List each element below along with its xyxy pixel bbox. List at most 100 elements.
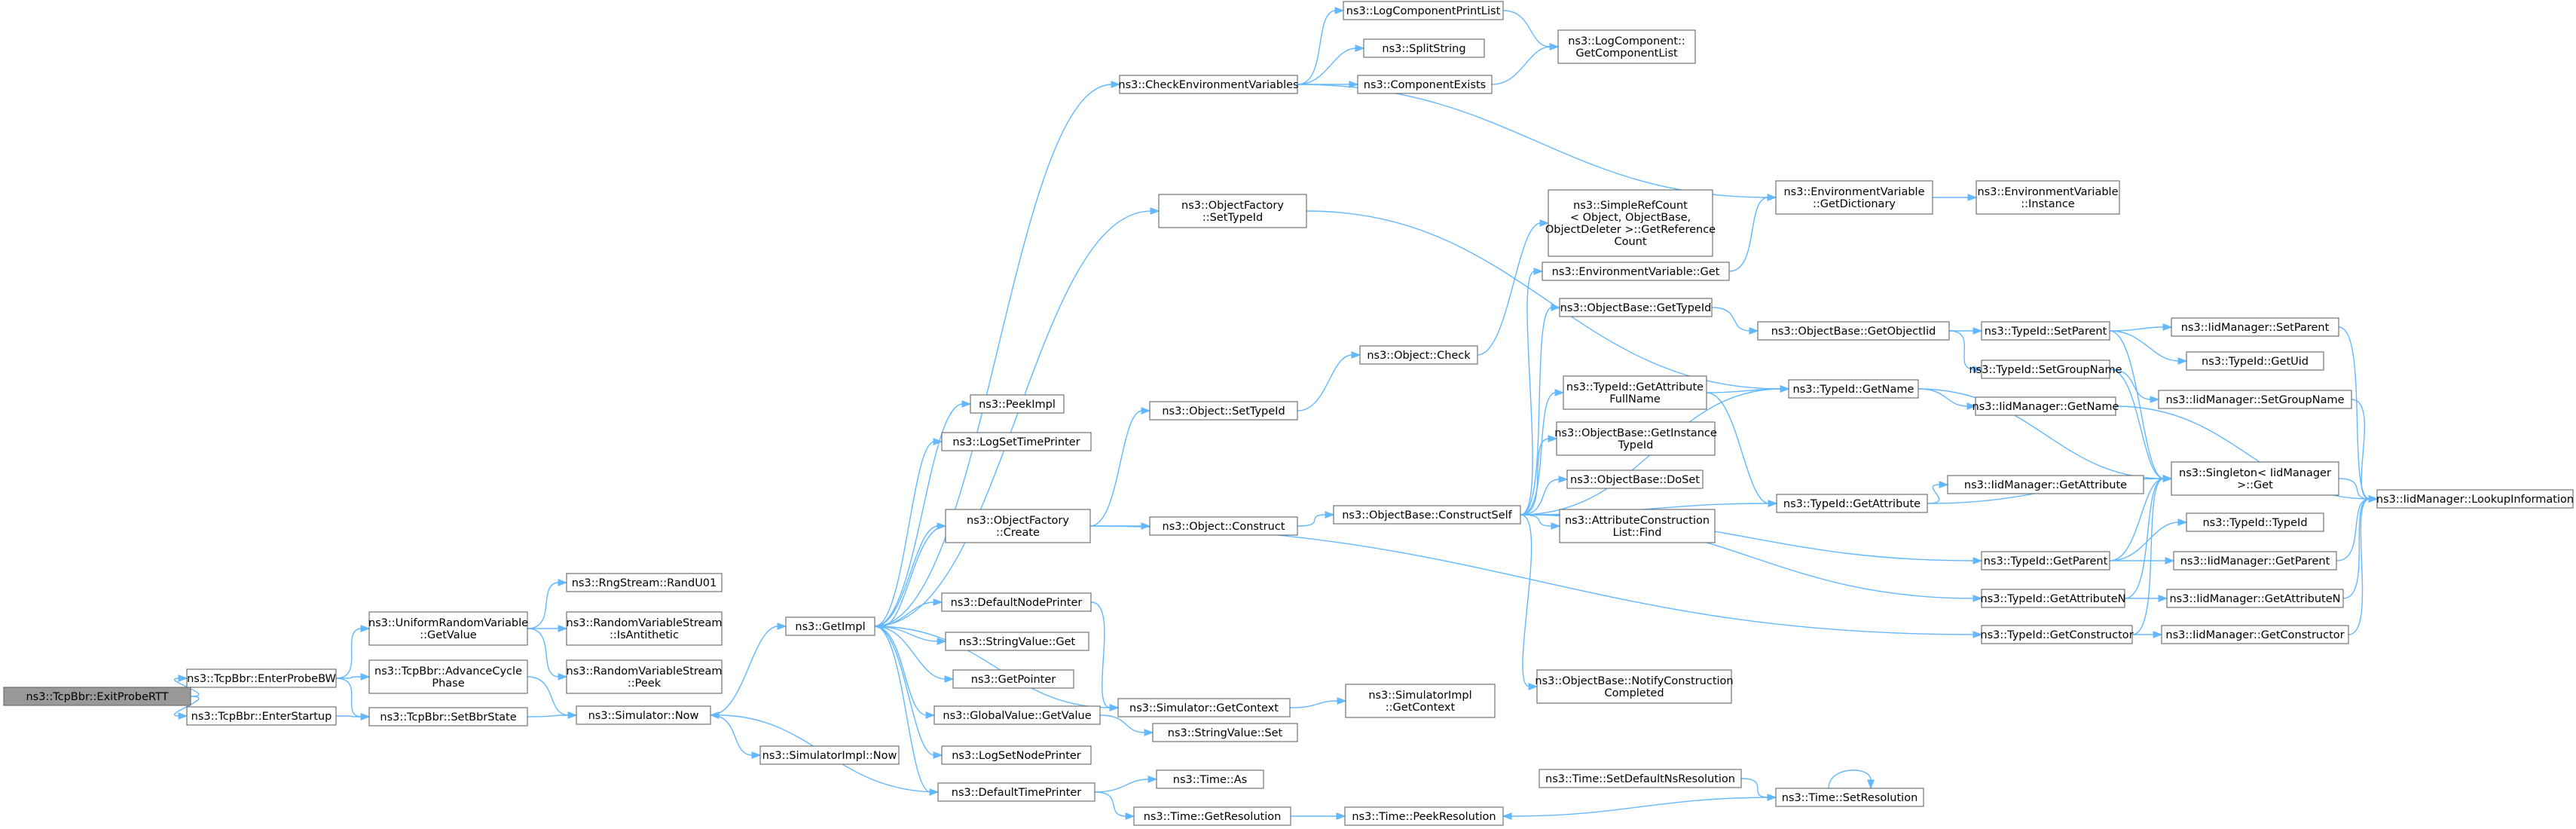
edge-line <box>335 678 362 717</box>
node-exitprobertt[interactable]: ns3::TcpBbr::ExitProbeRTT <box>3 687 191 706</box>
node-stringvalue-get[interactable]: ns3::StringValue::Get <box>945 632 1089 651</box>
node-label-line: ns3::TcpBbr::EnterStartup <box>191 711 332 723</box>
node-obj-construct[interactable]: ns3::Object::Construct <box>1149 516 1298 536</box>
node-getimpl[interactable]: ns3::GetImpl <box>785 616 875 636</box>
node-box <box>1981 589 2125 608</box>
node-urv-getvalue[interactable]: ns3::UniformRandomVariable::GetValue <box>368 611 528 646</box>
node-iid-setparent[interactable]: ns3::IidManager::SetParent <box>2171 317 2339 337</box>
node-tid-getname[interactable]: ns3::TypeId::GetName <box>1788 379 1919 399</box>
edge-sim-getcontext-to-simimpl-getcontext <box>1289 697 1347 708</box>
edge-arrowhead <box>1336 812 1346 820</box>
node-time-peekresolution[interactable]: ns3::Time::PeekResolution <box>1344 806 1504 826</box>
node-iid-setgroupname[interactable]: ns3::IidManager::SetGroupName <box>2158 390 2352 409</box>
node-box <box>566 611 723 646</box>
node-getpointer[interactable]: ns3::GetPointer <box>952 669 1074 689</box>
node-tid-setparent[interactable]: ns3::TypeId::SetParent <box>1981 321 2110 341</box>
node-iid-getattribute[interactable]: ns3::IidManager::GetAttribute <box>1947 475 2144 494</box>
node-defaulttimeprinter[interactable]: ns3::DefaultTimePrinter <box>937 782 1095 802</box>
node-box <box>941 745 1092 765</box>
edge-line <box>1297 84 1769 198</box>
node-ob-gettypeid[interactable]: ns3::ObjectBase::GetTypeId <box>1559 298 1713 317</box>
node-of-settypeid[interactable]: ns3::ObjectFactory::SetTypeId <box>1158 194 1307 228</box>
edge-arrowhead <box>1554 389 1565 396</box>
node-iid-getparent[interactable]: ns3::IidManager::GetParent <box>2173 551 2337 571</box>
node-tid-setgroupname[interactable]: ns3::TypeId::SetGroupName <box>1969 359 2122 379</box>
node-splitstring[interactable]: ns3::SplitString <box>1363 38 1485 58</box>
node-randu01[interactable]: ns3::RngStream::RandU01 <box>566 573 723 592</box>
node-ob-getobjectiid[interactable]: ns3::ObjectBase::GetObjectIid <box>1757 321 1950 341</box>
node-defaultnodeprinter[interactable]: ns3::DefaultNodePrinter <box>941 592 1092 612</box>
node-simimpl-now[interactable]: ns3::SimulatorImpl::Now <box>759 745 900 765</box>
node-checkenv[interactable]: ns3::CheckEnvironmentVariables <box>1118 75 1299 94</box>
node-obj-settypeid[interactable]: ns3::Object::SetTypeId <box>1149 401 1298 421</box>
node-box <box>1548 189 1713 257</box>
node-componentexists[interactable]: ns3::ComponentExists <box>1357 75 1493 94</box>
edge-arrowhead <box>937 638 947 645</box>
node-sim-getcontext[interactable]: ns3::Simulator::GetContext <box>1117 698 1291 717</box>
node-iid-lookupinfo[interactable]: ns3::IidManager::LookupInformation <box>2376 489 2574 509</box>
node-label-line: ns3::Singleton< IidManager <box>2179 467 2331 479</box>
edge-line <box>527 676 570 716</box>
node-enterstartup[interactable]: ns3::TcpBbr::EnterStartup <box>186 706 337 726</box>
node-envvar-getdict[interactable]: ns3::EnvironmentVariable::GetDictionary <box>1775 180 1933 215</box>
node-logsettimeprinter[interactable]: ns3::LogSetTimePrinter <box>941 432 1092 451</box>
edge-line <box>2342 498 2370 599</box>
node-time-as[interactable]: ns3::Time::As <box>1156 769 1264 789</box>
edge-tid-getconstructor-to-singleton-get <box>2131 475 2173 635</box>
node-setbbrstate[interactable]: ns3::TcpBbr::SetBbrState <box>368 707 528 727</box>
edge-arrowhead <box>558 673 568 681</box>
node-time-setresolution[interactable]: ns3::Time::SetResolution <box>1775 788 1924 807</box>
node-tid-getconstructor[interactable]: ns3::TypeId::GetConstructor <box>1980 625 2134 644</box>
edge-line <box>2124 478 2165 599</box>
node-iid-getname[interactable]: ns3::IidManager::GetName <box>1972 396 2119 416</box>
node-tid-getparent[interactable]: ns3::TypeId::GetParent <box>1981 551 2110 571</box>
node-tid-getattribute[interactable]: ns3::TypeId::GetAttribute <box>1776 494 1928 513</box>
node-tid-typeid[interactable]: ns3::TypeId::TypeId <box>2186 512 2324 532</box>
node-obj-check[interactable]: ns3::Object::Check <box>1359 345 1478 365</box>
node-logcomponentprintlist[interactable]: ns3::LogComponentPrintList <box>1343 1 1504 20</box>
node-envvar-instance[interactable]: ns3::EnvironmentVariable::Instance <box>1976 180 2120 215</box>
edge-getimpl-to-peekimpl <box>874 400 972 627</box>
node-enterprobebw[interactable]: ns3::TcpBbr::EnterProbeBW <box>186 668 337 688</box>
node-of-create[interactable]: ns3::ObjectFactory::Create <box>945 509 1091 543</box>
edge-getimpl-to-of-create <box>874 522 947 627</box>
node-label-line: ns3::ObjectBase::GetObjectIid <box>1771 326 1936 338</box>
node-time-setdefaultns[interactable]: ns3::Time::SetDefaultNsResolution <box>1539 769 1742 788</box>
edge-ob-gettypeid-to-ob-getobjectiid <box>1711 307 1759 335</box>
node-label-line: < Object, ObjectBase, <box>1570 212 1691 224</box>
node-box <box>2186 351 2324 371</box>
edge-line <box>335 715 362 717</box>
node-singleton-get[interactable]: ns3::Singleton< IidManager>::Get <box>2171 461 2339 496</box>
edge-arrowhead <box>1551 304 1561 311</box>
call-graph-nodes: ns3::TcpBbr::ExitProbeRTTns3::TcpBbr::En… <box>3 1 2574 826</box>
node-getcomponentlist[interactable]: ns3::LogComponent::GetComponentList <box>1557 29 1696 64</box>
node-time-getresolution[interactable]: ns3::Time::GetResolution <box>1133 806 1291 826</box>
node-tid-getattributen[interactable]: ns3::TypeId::GetAttributeN <box>1980 589 2126 608</box>
node-tid-getuid[interactable]: ns3::TypeId::GetUid <box>2186 351 2324 371</box>
node-ob-doset[interactable]: ns3::ObjectBase::DoSet <box>1566 470 1704 489</box>
node-constructself[interactable]: ns3::ObjectBase::ConstructSelf <box>1333 505 1521 525</box>
node-stringvalue-set[interactable]: ns3::StringValue::Set <box>1152 723 1298 742</box>
node-peekimpl[interactable]: ns3::PeekImpl <box>970 394 1065 414</box>
node-iid-getattributen[interactable]: ns3::IidManager::GetAttributeN <box>2166 589 2344 608</box>
edge-arrowhead <box>1111 81 1121 88</box>
edge-arrowhead <box>1109 704 1120 711</box>
node-gv-getvalue[interactable]: ns3::GlobalValue::GetValue <box>934 705 1101 725</box>
node-simplerefcount[interactable]: ns3::SimpleRefCount< Object, ObjectBase,… <box>1545 189 1716 257</box>
node-label-line: List::Find <box>1613 527 1662 539</box>
node-envvar-get[interactable]: ns3::EnvironmentVariable::Get <box>1542 262 1730 281</box>
node-isantithetic[interactable]: ns3::RandomVariableStream::IsAntithetic <box>566 611 723 646</box>
edge-getimpl-to-of-settypeid <box>874 207 1160 627</box>
node-ob-notifyconstruction[interactable]: ns3::ObjectBase::NotifyConstructionCompl… <box>1535 669 1734 704</box>
node-rvs-peek[interactable]: ns3::RandomVariableStream::Peek <box>566 659 723 694</box>
node-logsetnodeprinter[interactable]: ns3::LogSetNodePrinter <box>941 745 1092 765</box>
node-iid-getconstructor[interactable]: ns3::IidManager::GetConstructor <box>2161 625 2349 644</box>
node-box <box>1566 470 1704 489</box>
node-box <box>368 707 528 727</box>
node-sim-now[interactable]: ns3::Simulator::Now <box>576 705 711 725</box>
node-simimpl-getcontext[interactable]: ns3::SimulatorImpl::GetContext <box>1345 684 1496 718</box>
